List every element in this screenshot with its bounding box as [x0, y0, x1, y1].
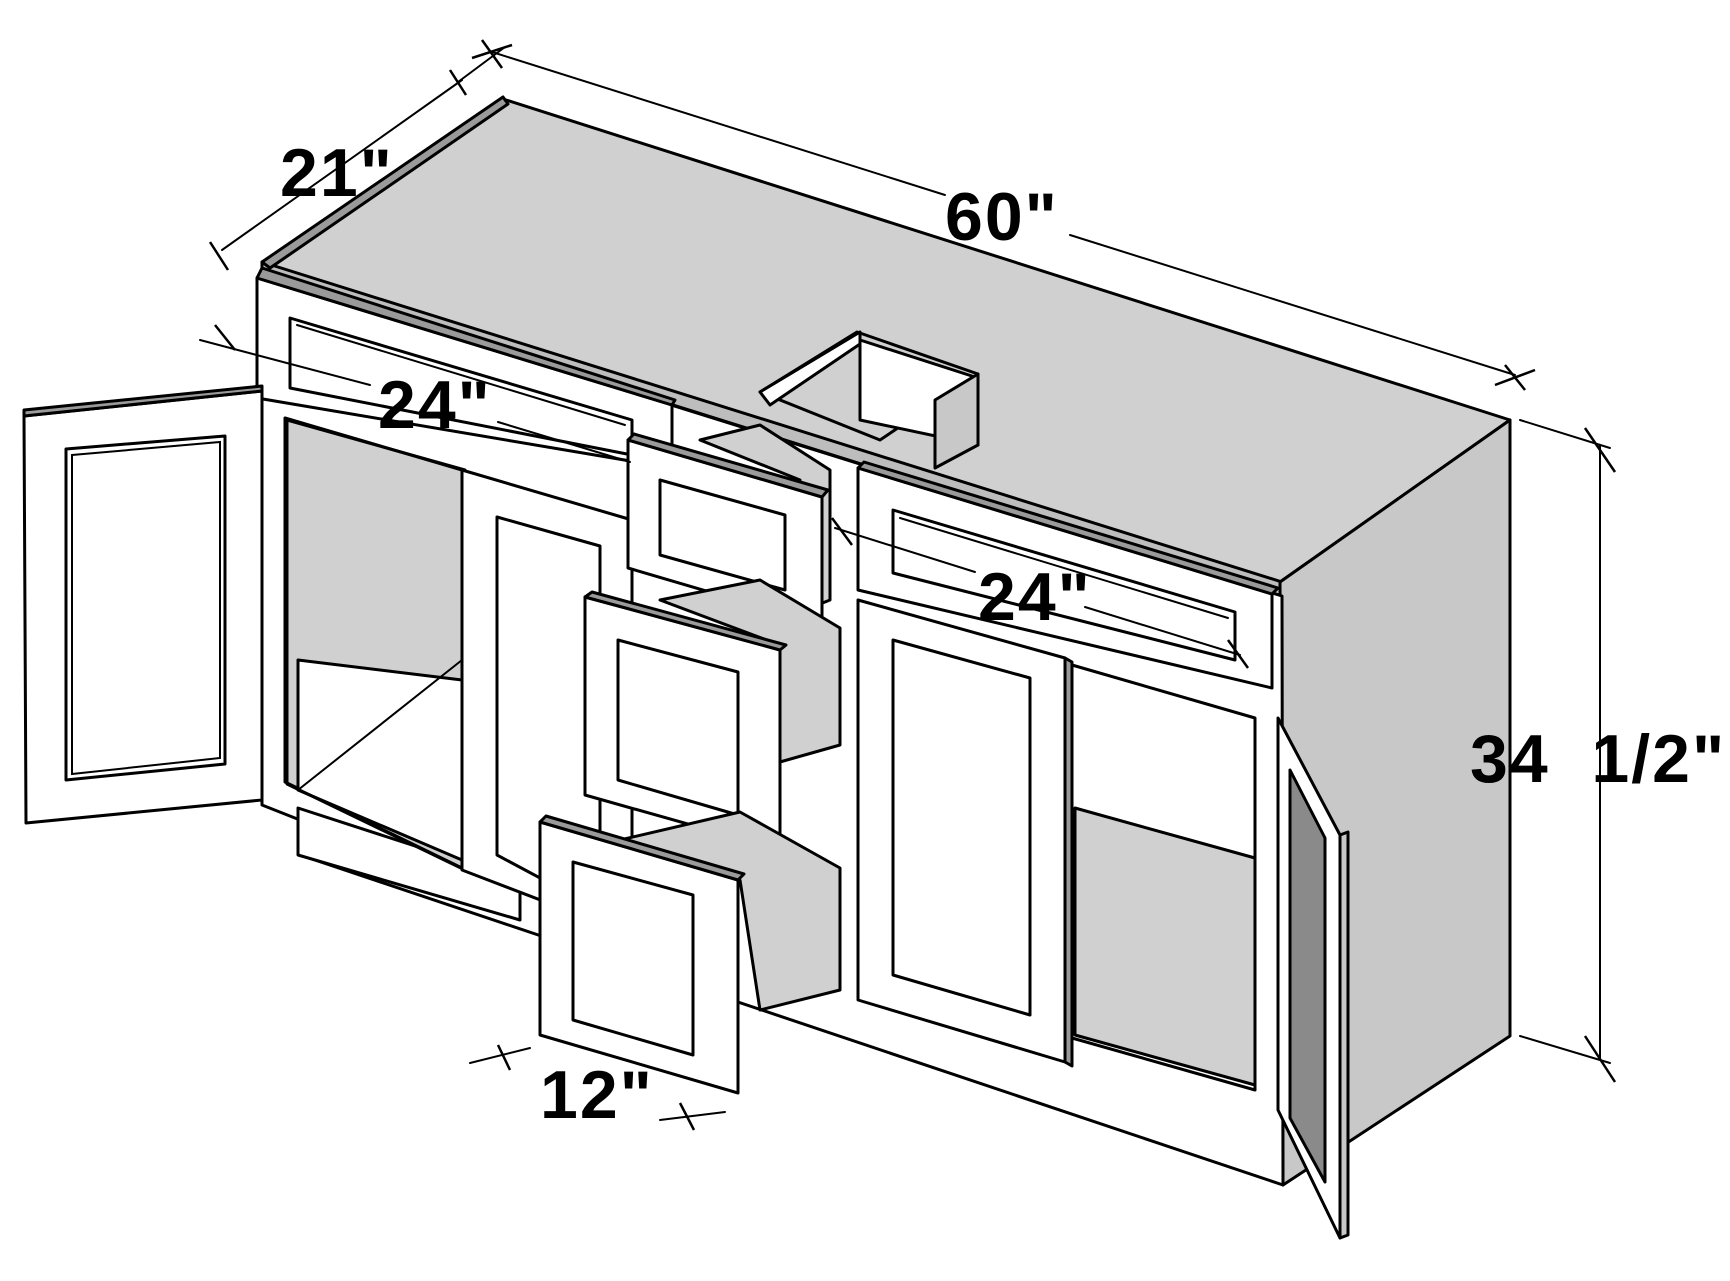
width-label: 60" [945, 179, 1059, 255]
left-center-door [460, 468, 634, 937]
height-label: 34 1/2" [1470, 721, 1726, 797]
right-open-door [1276, 716, 1350, 1240]
center-drawer-box-top [758, 330, 980, 470]
depth-dim-line [221, 79, 463, 251]
left-open-door [22, 384, 264, 825]
center-drawer-2 [583, 578, 842, 852]
center-drawer-3 [538, 810, 842, 1095]
dimension-lines [199, 39, 1617, 1131]
top-left-edge [260, 95, 510, 270]
right-top-drawer-label: 24" [978, 559, 1092, 635]
width-dim-line-left [491, 51, 946, 196]
drawer-width-label: 12" [540, 1057, 654, 1133]
left-top-drawer-label: 24" [378, 367, 492, 443]
depth-label: 21" [280, 135, 394, 211]
right-cabinet-opening [1070, 663, 1257, 1092]
width-dim-line-right [1069, 234, 1516, 376]
left-top-drawer-front [255, 266, 677, 470]
right-center-door [856, 598, 1074, 1068]
